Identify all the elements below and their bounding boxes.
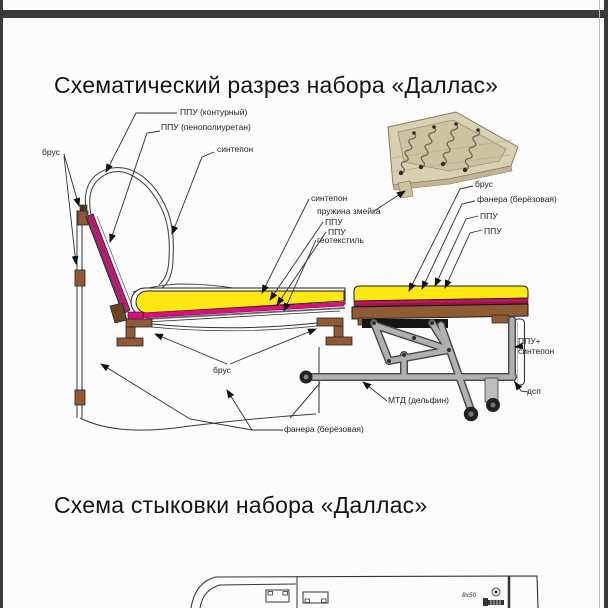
page-edge-line [599, 0, 600, 608]
label-geotekstil: геотекстиль [317, 235, 364, 245]
spring-frame-photo [387, 111, 519, 199]
page-border-top-bar [0, 10, 604, 18]
label-ppu-mid-1: ППУ [325, 217, 343, 227]
cross-section-title: Схематический разрез набора «Даллас» [54, 72, 499, 98]
label-ppu-right-2: ППУ [484, 226, 502, 236]
label-brus-left: брус [42, 147, 60, 157]
label-ppu-plus-sintepon: ППУ+ синтепон [518, 336, 555, 357]
page-border-right [604, 0, 608, 608]
screw-icon [483, 598, 504, 606]
label-ppu-konturny: ППУ (контурный) [180, 107, 248, 117]
right-seat-drawing [351, 285, 529, 328]
label-ppu-mid-2: ППУ [328, 227, 346, 237]
label-brus-bottom: брус [213, 365, 231, 375]
label-pruzhina-zmeika: пружина змейка [317, 206, 381, 216]
label-sintepon-mid: синтепон [311, 193, 348, 203]
label-fanera-right: фанера (берёзовая) [477, 194, 557, 204]
label-sintepon-top: синтепон [217, 144, 254, 154]
joining-scheme-drawing [190, 575, 539, 608]
backrest-drawing [74, 167, 234, 418]
label-ppu-penopoliuretan: ППУ (пенополиуретан) [161, 122, 251, 132]
leader-lines [63, 112, 529, 431]
label-ppu-right-1: ППУ [480, 211, 498, 221]
label-fanera-bottom: фанера (берёзовая) [284, 424, 364, 434]
left-seat-drawing [116, 287, 353, 347]
page-border-left [0, 0, 3, 608]
label-dsp: дсп [527, 386, 541, 396]
label-brus-right: брус [475, 179, 493, 189]
label-mtd-delfin: МТД (дельфин) [388, 395, 449, 405]
screw-size-label: 8x50 [462, 592, 477, 599]
confirmat-head-icon [491, 587, 501, 597]
mechanism-drawing [79, 316, 526, 431]
joining-scheme-title: Схема стыковки набора «Даллас» [54, 492, 428, 518]
